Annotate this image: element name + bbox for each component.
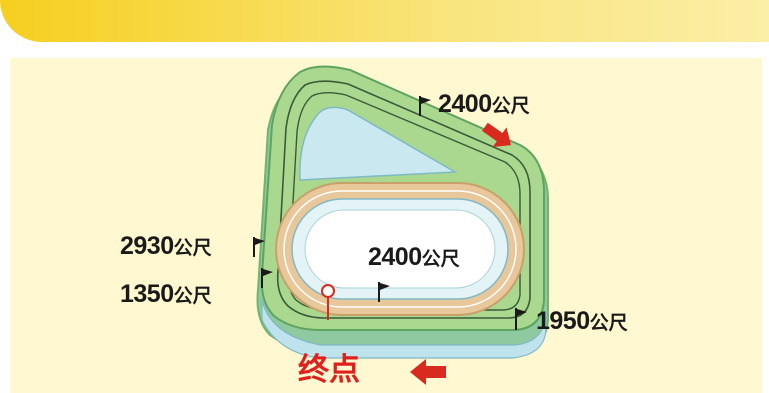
start-flag-icon — [253, 237, 265, 257]
distance-number: 1350 — [120, 280, 174, 308]
direction-arrow-icon — [410, 359, 446, 385]
distance-number: 2400 — [438, 90, 492, 118]
distance-number: 2400 — [368, 243, 422, 271]
distance-unit: 公尺 — [491, 96, 530, 117]
distance-unit: 公尺 — [173, 286, 212, 307]
distance-unit: 公尺 — [589, 313, 628, 334]
distance-unit: 公尺 — [173, 238, 212, 259]
dirt-rail — [283, 190, 517, 308]
direction-arrow-icon — [482, 122, 512, 147]
distance-number: 2930 — [120, 232, 174, 260]
start-flag-icon — [515, 308, 527, 330]
distance-label-1950: 1950公尺 — [536, 309, 628, 334]
distance-unit: 公尺 — [421, 249, 460, 270]
start-flag-icon — [419, 96, 431, 116]
infield-lake — [299, 106, 458, 181]
header-band — [0, 0, 769, 42]
inner-infield-core — [304, 209, 496, 289]
distance-label-2400-top: 2400公尺 — [438, 92, 530, 117]
distance-number: 1950 — [536, 307, 590, 335]
start-flag-icon — [261, 268, 273, 288]
finish-label: 终点 — [298, 352, 360, 388]
finish-post-icon — [321, 284, 335, 320]
track-bottom-band — [261, 299, 547, 359]
distance-label-2930: 2930公尺 — [120, 234, 212, 259]
start-flag-icon — [378, 282, 390, 302]
distance-label-2400-inner: 2400公尺 — [368, 245, 460, 270]
distance-label-1350: 1350公尺 — [120, 282, 212, 307]
